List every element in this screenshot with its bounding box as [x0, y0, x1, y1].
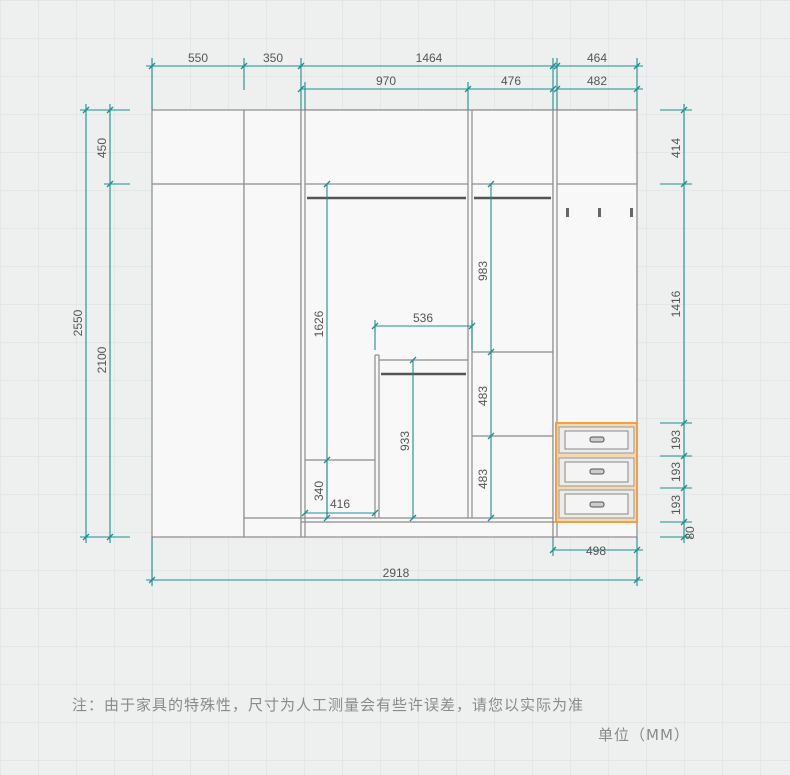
drawers	[555, 422, 638, 523]
narrow-panel	[243, 109, 302, 538]
dim-label: 983	[476, 261, 490, 281]
drawer-3	[558, 489, 635, 519]
dim-label: 464	[587, 51, 607, 65]
hook-icon	[566, 208, 569, 217]
drawer-handle-icon	[589, 501, 605, 508]
dim-label: 2918	[383, 566, 410, 580]
dim-label: 416	[330, 497, 350, 511]
dim-label: 80	[683, 526, 697, 540]
disclaimer-note: 注：由于家具的特殊性，尺寸为人工测量会有些许误差，请您以实际为准	[72, 696, 585, 714]
dim-label: 482	[587, 74, 607, 88]
hanging-rods	[307, 196, 551, 376]
dim-label: 536	[413, 311, 433, 325]
dim-label: 193	[669, 495, 683, 515]
drawer-1	[558, 426, 635, 454]
dim-label: 970	[376, 74, 396, 88]
hook-icon	[598, 208, 601, 217]
dim-label: 414	[669, 138, 683, 158]
coat-hooks	[566, 208, 633, 217]
dim-label: 550	[188, 51, 208, 65]
hook-icon	[630, 208, 633, 217]
dim-label: 450	[95, 138, 109, 158]
dimension-ticks	[82, 62, 688, 584]
dim-label: 1416	[669, 290, 683, 317]
cabinet	[151, 109, 638, 538]
left-door-panel	[151, 109, 245, 538]
dim-label: 2100	[95, 346, 109, 373]
dim-label: 483	[476, 469, 490, 489]
dimension-lines	[80, 58, 692, 586]
drawer-handle-icon	[589, 436, 605, 443]
unit-label: 单位（MM）	[598, 726, 690, 744]
dim-label: 933	[398, 431, 412, 451]
dim-label: 498	[586, 544, 606, 558]
dim-label: 1626	[312, 310, 326, 337]
dim-label: 1464	[416, 51, 443, 65]
dim-label: 476	[501, 74, 521, 88]
dimension-labels: 550 350 1464 464 970 476 482 2550 450 21…	[71, 51, 697, 580]
dim-label: 193	[669, 462, 683, 482]
dim-label: 350	[263, 51, 283, 65]
dim-label: 2550	[71, 309, 85, 336]
drawer-2	[558, 457, 635, 487]
drawer-handle-icon	[589, 468, 605, 475]
dim-label: 193	[669, 430, 683, 450]
dim-label: 483	[476, 386, 490, 406]
dim-label: 340	[312, 481, 326, 501]
